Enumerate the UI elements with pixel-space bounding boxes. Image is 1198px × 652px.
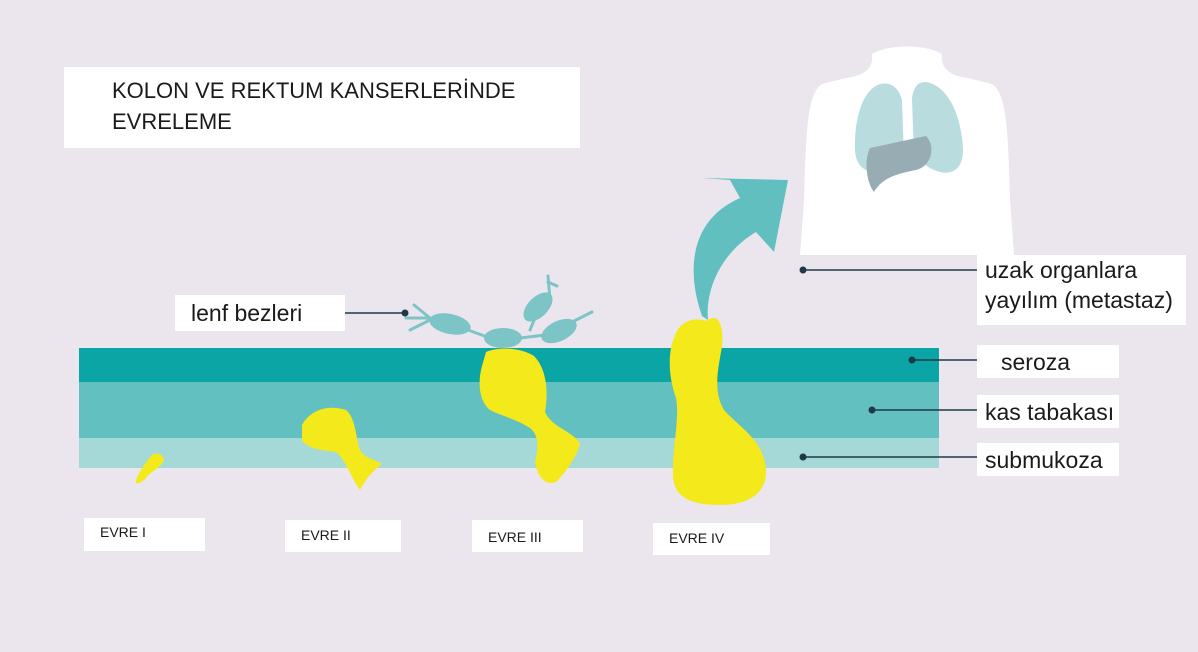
- submucosa-label: submukoza: [977, 443, 1119, 476]
- tumor-stage-3: [479, 348, 580, 484]
- diagram-title: KOLON VE REKTUM KANSERLERİNDE EVRELEME: [64, 67, 580, 148]
- tumor-stage-1: [135, 453, 164, 484]
- tumor-stage-2: [302, 407, 382, 490]
- title-line-2: EVRELEME: [112, 109, 232, 134]
- tumor-stage-4: [669, 318, 767, 505]
- torso-silhouette: [800, 46, 1014, 255]
- liver: [866, 136, 932, 192]
- stage-3-label: EVRE III: [472, 520, 583, 552]
- lymph-nodes-label: lenf bezleri: [175, 295, 345, 331]
- serosa-label: seroza: [977, 345, 1119, 378]
- lymph-node-2: [484, 328, 522, 348]
- stage-2-label: EVRE II: [285, 520, 401, 552]
- metastasis-arrow: [693, 178, 788, 320]
- pointer-lines: [345, 266, 977, 461]
- muscle-layer-label: kas tabakası: [977, 395, 1119, 428]
- submucosa-layer: [79, 436, 939, 468]
- lymph-node-4: [541, 318, 577, 344]
- metastasis-label-line-2: yayılım (metastaz): [985, 287, 1173, 313]
- stage-4-label: EVRE IV: [653, 523, 770, 555]
- lymph-node-3: [523, 292, 553, 322]
- title-line-1: KOLON VE REKTUM KANSERLERİNDE: [112, 78, 516, 103]
- stage-1-label: EVRE I: [84, 518, 205, 551]
- metastasis-label-line-1: uzak organlara: [985, 257, 1138, 283]
- lymph-nodes: [404, 274, 594, 348]
- lymph-node-1: [429, 313, 471, 335]
- metastasis-label: uzak organlara yayılım (metastaz): [977, 255, 1186, 325]
